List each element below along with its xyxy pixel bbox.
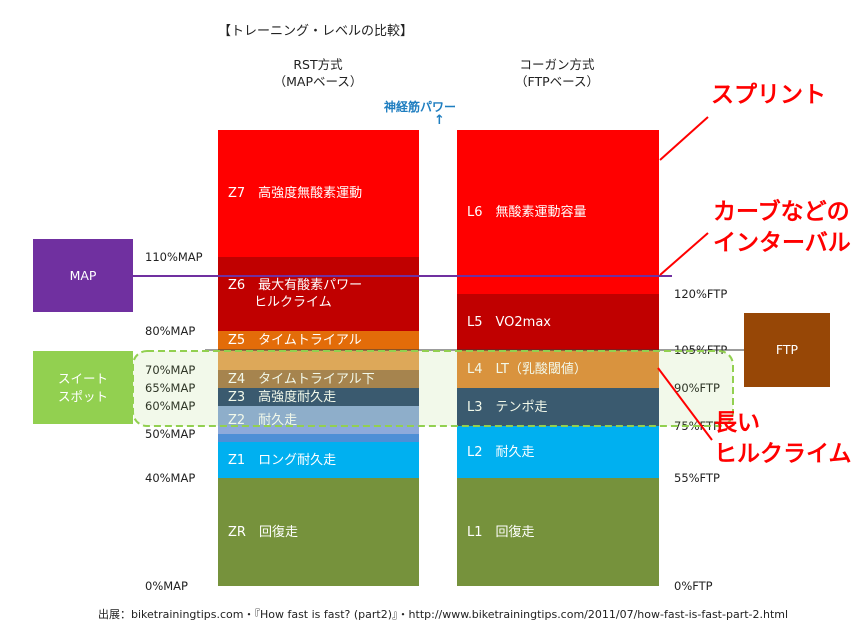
hillclimb-pointer <box>657 367 713 441</box>
sweet-spot-label-line2: スポット <box>57 388 108 404</box>
zone-label: Z4 タイムトライアル下 <box>228 371 375 388</box>
tick-label: 110%MAP <box>145 250 203 264</box>
tick-label: 40%MAP <box>145 471 196 485</box>
tick-label: 0%MAP <box>145 579 188 593</box>
tick-label: 70%MAP <box>145 363 196 377</box>
interval-annotation: カーブなどの インターバル <box>713 197 851 259</box>
zone-z4: Z4 タイムトライアル下 <box>218 370 419 388</box>
sprint-annotation: スプリント <box>711 82 826 108</box>
sweet-spot-box: スイート スポット <box>33 351 133 424</box>
zone-label: Z6 最大有酸素パワー ヒルクライム <box>228 277 362 311</box>
chart-title: 【トレーニング・レベルの比較】 <box>218 24 414 39</box>
tick-label: 80%MAP <box>145 324 196 338</box>
rst-title: RST方式 <box>293 57 343 72</box>
zone-l3: L3 テンポ走 <box>457 388 659 426</box>
tick-label: 55%FTP <box>674 471 720 485</box>
long-hillclimb-line2: ヒルクライム <box>714 441 852 467</box>
ftp-box: FTP <box>744 313 830 387</box>
zone-label: L6 無酸素運動容量 <box>467 204 587 221</box>
zone-label: Z3 高強度耐久走 <box>228 389 336 406</box>
zone-z7: Z7 高強度無酸素運動 <box>218 130 419 257</box>
interval-annotation-line2: インターバル <box>713 230 851 256</box>
zone-label-text: Z4 タイムトライアル下 <box>228 371 375 387</box>
neuromuscular-power-label: 神経筋パワー <box>384 100 457 114</box>
zone-l4: L4 LT（乳酸閾値） <box>457 350 659 388</box>
zone-label: Z2 耐久走 <box>228 412 297 429</box>
tick-label: 120%FTP <box>674 287 728 301</box>
rst-subtitle: （MAPベース） <box>273 74 363 89</box>
zone-label-text: Z6 最大有酸素パワー <box>228 278 363 293</box>
zone-label: L4 LT（乳酸閾値） <box>467 361 587 378</box>
rst-column-header: RST方式 （MAPベース） <box>218 56 418 90</box>
zone-label-text-2: ヒルクライム <box>228 295 332 310</box>
zone-z2: Z2 耐久走 <box>218 406 419 434</box>
coggan-column-header: コーガン方式 （FTPベース） <box>457 56 657 90</box>
zone-label-text: Z1 ロング耐久走 <box>228 452 337 468</box>
sweet-spot-label-line1: スイート <box>57 370 108 386</box>
source-citation: 出展：biketrainingtips.com・『How fast is fas… <box>98 608 789 621</box>
zone-label-text: L6 無酸素運動容量 <box>467 204 587 220</box>
ftp-box-label: FTP <box>775 342 799 357</box>
zone-label: L2 耐久走 <box>467 444 535 461</box>
sweet-spot-outline <box>132 350 734 427</box>
sprint-pointer <box>659 116 709 161</box>
zone-label-text: Z5 タイムトライアル <box>228 333 362 348</box>
zone-l5: L5 VO2max <box>457 294 659 350</box>
zone-z6: Z6 最大有酸素パワー ヒルクライム <box>218 257 419 331</box>
zone-l1: L1 回復走 <box>457 478 659 586</box>
interval-pointer <box>659 232 709 276</box>
tick-label: 65%MAP <box>145 381 196 395</box>
map-box: MAP <box>33 239 133 312</box>
zone-label: Z1 ロング耐久走 <box>228 452 336 469</box>
tick-label: 90%FTP <box>674 381 720 395</box>
zone-band-6 <box>218 350 419 370</box>
tick-label: 60%MAP <box>145 399 196 413</box>
zone-zr: ZR 回復走 <box>218 478 419 586</box>
coggan-zone-column: L1 回復走 L2 耐久走 L3 テンポ走 L4 LT（乳酸閾値） L5 VO2max L… <box>457 130 659 586</box>
zone-label: L5 VO2max <box>467 314 551 331</box>
up-arrow-icon: ↑ <box>434 113 445 128</box>
zone-label-text: Z3 高強度耐久走 <box>228 389 337 405</box>
zone-z1: Z1 ロング耐久走 <box>218 442 419 478</box>
zone-z5: Z5 タイムトライアル <box>218 331 419 350</box>
interval-annotation-line1: カーブなどの <box>713 199 850 225</box>
coggan-title: コーガン方式 <box>519 57 595 72</box>
zone-label-text: L1 回復走 <box>467 524 535 540</box>
map-box-label: MAP <box>69 267 97 283</box>
tick-label: 50%MAP <box>145 427 196 441</box>
zone-label-text: Z2 耐久走 <box>228 412 298 428</box>
rst-zone-column: ZR 回復走 Z1 ロング耐久走 Z2 耐久走 Z3 高強度耐久走 Z4 タイムトライア… <box>218 130 419 586</box>
zone-label-text: Z7 高強度無酸素運動 <box>228 186 363 201</box>
zone-label-text: ZR 回復走 <box>228 524 298 540</box>
zone-l6: L6 無酸素運動容量 <box>457 130 659 294</box>
zone-l2: L2 耐久走 <box>457 426 659 478</box>
long-hillclimb-annotation: 長い ヒルクライム <box>714 408 852 470</box>
coggan-subtitle: （FTPベース） <box>514 74 600 89</box>
zone-label-text: L3 テンポ走 <box>467 399 548 415</box>
long-hillclimb-line1: 長い <box>714 410 760 436</box>
zone-label: Z5 タイムトライアル <box>228 332 362 349</box>
zone-label: ZR 回復走 <box>228 524 298 541</box>
zone-label-text: L4 LT（乳酸閾値） <box>467 361 587 377</box>
tick-label: 0%FTP <box>674 579 713 593</box>
zone-label-text: L2 耐久走 <box>467 444 535 460</box>
zone-label: L3 テンポ走 <box>467 399 548 416</box>
zone-label: Z7 高強度無酸素運動 <box>228 185 362 202</box>
zone-z3: Z3 高強度耐久走 <box>218 388 419 406</box>
zone-label-text: L5 VO2max <box>467 314 552 330</box>
zone-band-2 <box>218 434 419 442</box>
zone-label: L1 回復走 <box>467 524 535 541</box>
